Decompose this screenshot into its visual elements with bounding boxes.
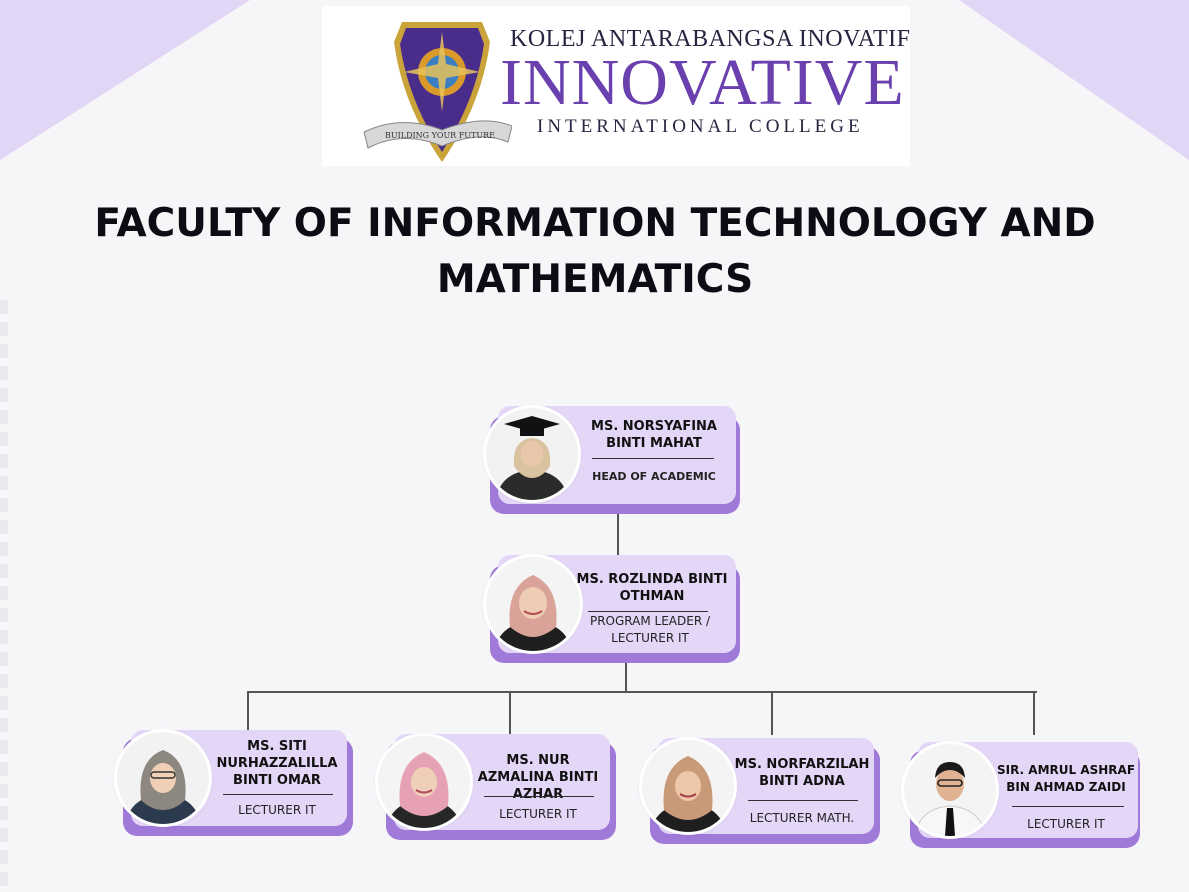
divider (748, 800, 858, 801)
connector-line (509, 691, 511, 735)
college-logo: BUILDING YOUR FUTURE KOLEJ ANTARABANGSA … (322, 6, 910, 166)
person-photo-icon (117, 732, 209, 824)
person-name: MS. NUR AZMALINA BINTI AZHAR (477, 753, 599, 802)
person-photo-icon (486, 408, 578, 500)
corner-decoration-right (959, 0, 1189, 160)
org-card-program-leader: MS. ROZLINDA BINTI OTHMAN PROGRAM LEADER… (484, 555, 740, 663)
person-role: LECTURER MATH. (749, 811, 855, 825)
person-photo-icon (486, 557, 580, 651)
avatar (378, 736, 470, 828)
person-photo-icon (378, 736, 470, 828)
divider (588, 611, 708, 612)
connector-line (625, 658, 627, 692)
divider (592, 458, 714, 459)
connector-line (771, 691, 773, 735)
org-card-lecturer-2: MS. NUR AZMALINA BINTI AZHAR LECTURER IT (376, 734, 616, 840)
corner-decoration-left (0, 0, 250, 160)
person-name: MS. NORSYAFINA BINTI MAHAT (591, 419, 717, 451)
avatar (486, 408, 578, 500)
person-photo-icon (904, 744, 996, 836)
person-name: MS. NORFARZILAH BINTI ADNA (734, 757, 870, 789)
person-photo-icon (642, 740, 734, 832)
person-role: PROGRAM LEADER / LECTURER IT (589, 614, 711, 645)
avatar (486, 557, 580, 651)
connector-line (247, 691, 1037, 693)
person-name: SIR. AMRUL ASHRAF BIN AHMAD ZAIDI (996, 763, 1136, 794)
connector-line (617, 514, 619, 556)
person-role: LECTURER IT (238, 803, 316, 817)
org-card-lecturer-1: MS. SITI NURHAZZALILLA BINTI OMAR LECTUR… (113, 730, 353, 836)
connector-line (247, 691, 249, 735)
avatar (642, 740, 734, 832)
svg-text:BUILDING YOUR FUTURE: BUILDING YOUR FUTURE (385, 131, 495, 140)
person-role: LECTURER IT (1027, 817, 1105, 831)
logo-text-main: INNOVATIVE (500, 46, 905, 119)
person-role: LECTURER IT (499, 807, 577, 821)
edge-decoration (0, 300, 8, 892)
page-title: FACULTY OF INFORMATION TECHNOLOGY AND MA… (94, 201, 1096, 302)
person-name: MS. ROZLINDA BINTI OTHMAN (576, 572, 728, 604)
person-name: MS. SITI NURHAZZALILLA BINTI OMAR (216, 739, 338, 788)
org-card-lecturer-3: MS. NORFARZILAH BINTI ADNA LECTURER MATH… (640, 738, 880, 844)
connector-line (1033, 691, 1035, 735)
org-card-lecturer-4: SIR. AMRUL ASHRAF BIN AHMAD ZAIDI LECTUR… (900, 742, 1144, 848)
avatar (117, 732, 209, 824)
divider (484, 796, 594, 797)
logo-text-sub: INTERNATIONAL COLLEGE (537, 116, 864, 137)
divider (223, 794, 333, 795)
person-role: HEAD OF ACADEMIC (592, 470, 716, 483)
divider (1012, 806, 1124, 807)
org-card-head-of-academic: MS. NORSYAFINA BINTI MAHAT HEAD OF ACADE… (484, 404, 740, 514)
logo-text-malay: KOLEJ ANTARABANGSA INOVATIF (510, 26, 911, 52)
shield-emblem-icon: BUILDING YOUR FUTURE (363, 22, 512, 162)
avatar (904, 744, 996, 836)
